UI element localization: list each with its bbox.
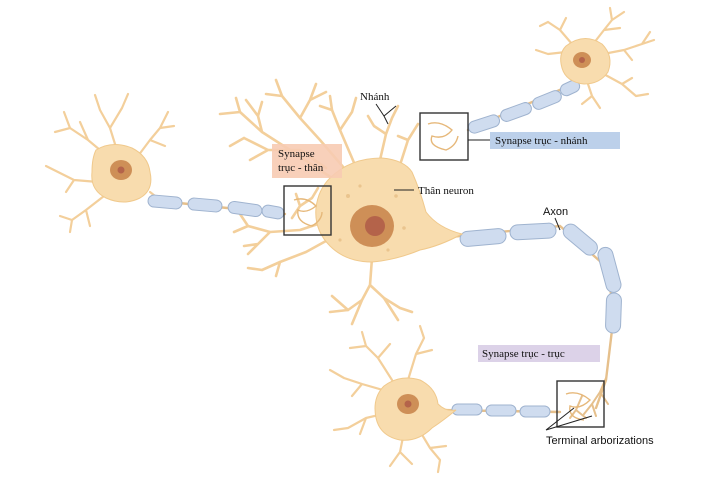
label-axon: Axon — [543, 206, 568, 218]
label-synapse-truc-than-2: trục - thân — [278, 162, 324, 174]
synapse-terminals — [293, 122, 592, 421]
axo-dendritic-box — [419, 112, 469, 161]
cell-bodies — [91, 38, 611, 441]
synapse-truc-nhanh-label-bg — [490, 132, 620, 149]
synapse-truc-truc-label-bg — [478, 345, 600, 362]
main-neuron-soma — [315, 157, 464, 263]
axo-axonic-box — [556, 380, 605, 428]
synapse-truc-than-label-bg — [272, 144, 342, 178]
label-synapse-truc-nhanh: Synapse trục - nhánh — [495, 135, 588, 147]
label-terminal-arborizations: Terminal arborizations — [546, 435, 654, 447]
label-than-neuron: Thân neuron — [418, 185, 474, 197]
nissl-bodies — [338, 184, 406, 252]
leader-lines — [375, 103, 593, 431]
label-synapse-truc-than-1: Synapse — [278, 148, 315, 160]
label-nhanh: Nhánh — [360, 91, 390, 103]
synapse-boxes — [283, 112, 605, 428]
label-synapse-truc-truc: Synapse trục - trục — [482, 348, 565, 360]
axons — [147, 79, 622, 419]
axo-somatic-box — [283, 185, 332, 236]
